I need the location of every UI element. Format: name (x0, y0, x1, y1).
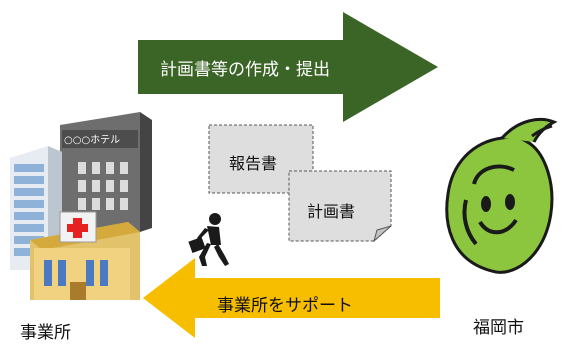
hotel-sign: ○○○ホテル (64, 135, 121, 146)
support-arrow-label: 事業所をサポート (217, 296, 353, 316)
submission-arrow-label: 計画書等の作成・提出 (160, 60, 330, 80)
fukuoka-mascot-icon (445, 117, 558, 274)
report-document-label: 報告書 (229, 154, 278, 173)
support-arrow (143, 258, 440, 338)
walking-person-icon (188, 213, 229, 266)
plan-document (288, 170, 392, 242)
plan-document-label: 計画書 (307, 202, 356, 221)
business-buildings-illustration (10, 112, 152, 300)
submission-arrow (138, 12, 438, 122)
business-caption: 事業所 (20, 323, 71, 343)
city-caption: 福岡市 (473, 318, 524, 338)
